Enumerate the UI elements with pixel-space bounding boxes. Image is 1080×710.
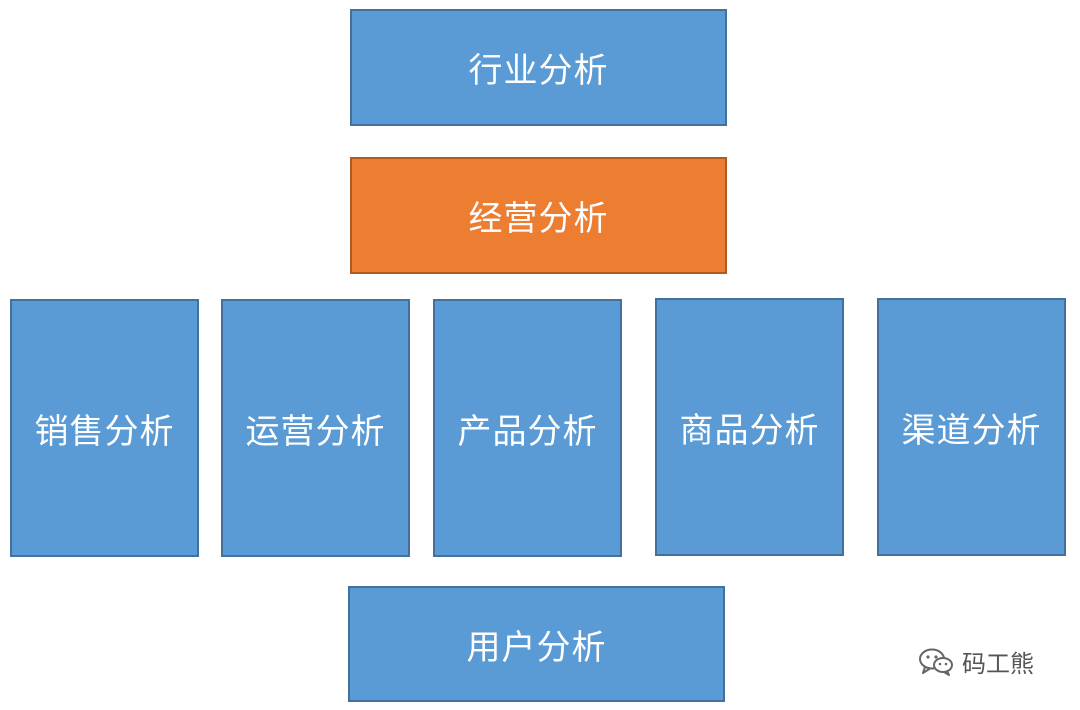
operations-analysis-box: 运营分析 — [221, 299, 410, 557]
wechat-icon — [918, 647, 954, 677]
channel-analysis-label: 渠道分析 — [901, 410, 1042, 451]
product-analysis-box: 产品分析 — [433, 299, 622, 557]
business-analysis-label: 经营分析 — [468, 199, 609, 239]
merchandise-analysis-box: 商品分析 — [655, 298, 844, 556]
product-analysis-label: 产品分析 — [457, 411, 598, 452]
industry-analysis-label: 行业分析 — [468, 51, 609, 91]
user-analysis-label: 用户分析 — [466, 627, 607, 668]
operations-analysis-label: 运营分析 — [245, 411, 386, 452]
industry-analysis-box: 行业分析 — [350, 9, 727, 126]
watermark: 码工熊 — [918, 644, 1034, 679]
channel-analysis-box: 渠道分析 — [877, 298, 1066, 556]
user-analysis-box: 用户分析 — [348, 586, 725, 702]
watermark-text: 码工熊 — [962, 650, 1034, 678]
sales-analysis-box: 销售分析 — [10, 299, 199, 557]
sales-analysis-label: 销售分析 — [34, 411, 175, 452]
business-analysis-box: 经营分析 — [350, 157, 727, 274]
merchandise-analysis-label: 商品分析 — [679, 410, 820, 451]
